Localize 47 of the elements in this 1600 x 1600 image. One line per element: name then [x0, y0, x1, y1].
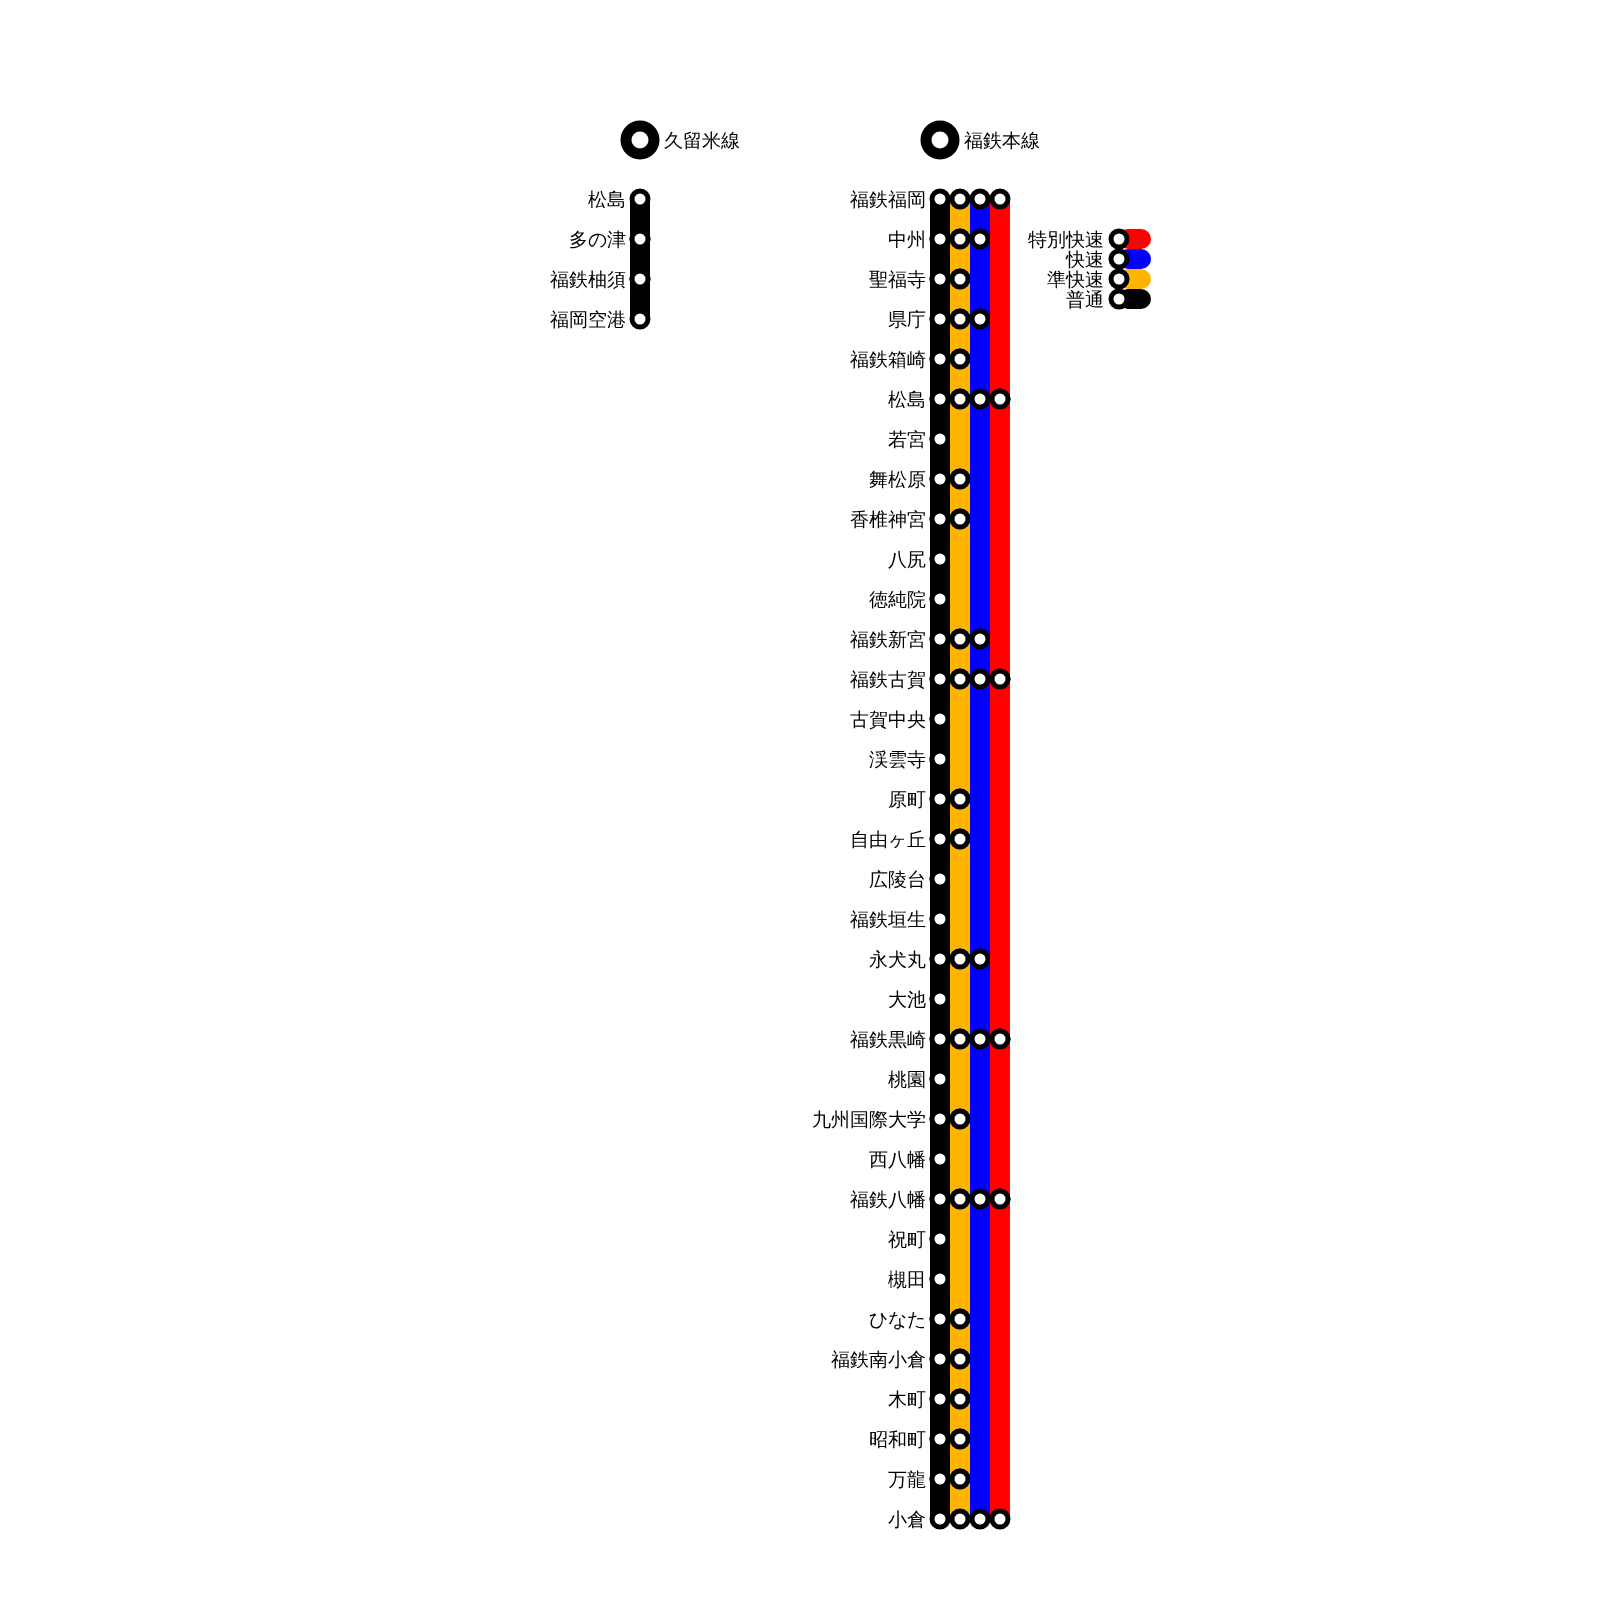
station-name: 福鉄新宮 [850, 628, 926, 650]
station-name: 渓雲寺 [869, 748, 926, 770]
legend-label: 快速 [1066, 249, 1104, 269]
station-name: 自由ヶ丘 [850, 828, 926, 850]
station-name: 松島 [888, 388, 926, 410]
station-name: 福鉄箱崎 [850, 348, 926, 370]
route-line [949, 1468, 971, 1530]
station-name: 福岡空港 [550, 308, 626, 330]
station-name: 若宮 [888, 428, 926, 450]
station-name: 舞松原 [869, 468, 926, 490]
station-name: 福鉄南小倉 [831, 1348, 926, 1370]
station-name: 木町 [888, 1388, 926, 1410]
station-name: 福鉄垣生 [850, 908, 926, 930]
station-name: 多の津 [569, 228, 626, 250]
station-name: 槻田 [888, 1268, 926, 1290]
station-name: 桃園 [888, 1068, 926, 1090]
station-name: 八尻 [888, 548, 926, 570]
station-name: 古賀中央 [850, 708, 926, 730]
station-name: 西八幡 [869, 1148, 926, 1170]
station-name: 大池 [888, 988, 926, 1010]
station-name: 福鉄福岡 [850, 188, 926, 210]
station-name: 福鉄八幡 [850, 1188, 926, 1210]
station-name: 九州国際大学 [812, 1108, 926, 1130]
station-name: 徳純院 [869, 588, 926, 610]
line-name: 福鉄本線 [964, 128, 1040, 153]
legend-label: 普通 [1066, 289, 1104, 309]
station-name: 聖福寺 [869, 268, 926, 290]
station-name: 小倉 [888, 1508, 926, 1530]
station-name: 県庁 [888, 308, 926, 330]
station-name: 祝町 [888, 1228, 926, 1250]
station-name: 福鉄古賀 [850, 668, 926, 690]
station-name: 中州 [888, 228, 926, 250]
line-name: 久留米線 [664, 128, 740, 153]
station-name: ひなた [869, 1308, 926, 1330]
station-name: 原町 [888, 788, 926, 810]
station-name: 万龍 [888, 1468, 926, 1490]
legend-label: 準快速 [1047, 269, 1104, 289]
station-name: 永犬丸 [869, 948, 926, 970]
station-name: 福鉄黒崎 [850, 1028, 926, 1050]
station-name: 松島 [588, 188, 626, 210]
legend-label: 特別快速 [1028, 229, 1104, 249]
station-name: 昭和町 [869, 1428, 926, 1450]
station-name: 広陵台 [869, 868, 926, 890]
route-line [969, 1188, 991, 1530]
route-line [989, 1188, 1011, 1530]
station-name: 香椎神宮 [850, 508, 926, 530]
station-name: 福鉄柚須 [550, 268, 626, 290]
